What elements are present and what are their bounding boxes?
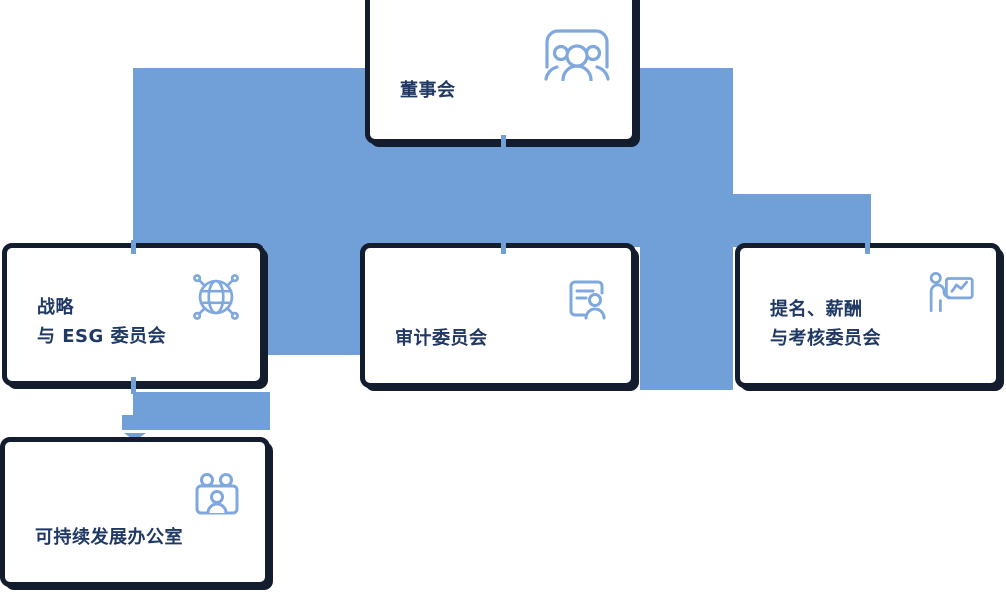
connector-column-right [640,246,733,390]
node-sustainability-office: 可持续发展办公室 [0,437,270,587]
presentation-icon [927,272,975,313]
connector-sub-band [133,392,270,430]
node-board-label-line: 董事会 [400,80,456,101]
connector-sub-band-notch [122,415,134,430]
connector-stem-board [501,135,506,150]
node-nomination: 提名、薪酬 与考核委员会 [735,243,1001,388]
connector-right-arm [733,194,871,247]
node-nomination-label-line2: 与考核委员会 [770,328,881,349]
meeting-icon [194,472,240,516]
connector-stem-audit-top [501,240,506,254]
board-members-icon [544,27,610,81]
node-nomination-label-line1: 提名、薪酬 [770,299,863,320]
node-strategy-esg: 战略 与 ESG 委员会 [2,243,265,386]
connector-column-left [264,246,366,355]
node-audit: 审计委员会 [360,243,636,388]
node-strategy-esg-label-line1: 战略 [37,297,74,318]
node-strategy-esg-label: 战略 与 ESG 委员会 [37,293,166,351]
node-sustainability-office-label: 可持续发展办公室 [35,523,183,552]
node-strategy-esg-label-line2: 与 ESG 委员会 [37,326,167,347]
globe-network-icon [187,268,245,326]
connector-stem-nomination-top [865,240,870,254]
node-audit-label: 审计委员会 [395,324,488,353]
node-nomination-label: 提名、薪酬 与考核委员会 [770,295,881,353]
connector-stem-strategy-bottom [131,377,136,394]
node-board-label: 董事会 [400,76,456,105]
node-sustainability-office-label-line: 可持续发展办公室 [35,527,183,548]
audit-record-icon [566,278,608,320]
node-board: 董事会 [365,0,637,144]
connector-stem-strategy-top [131,240,136,254]
node-audit-label-line: 审计委员会 [395,328,488,349]
